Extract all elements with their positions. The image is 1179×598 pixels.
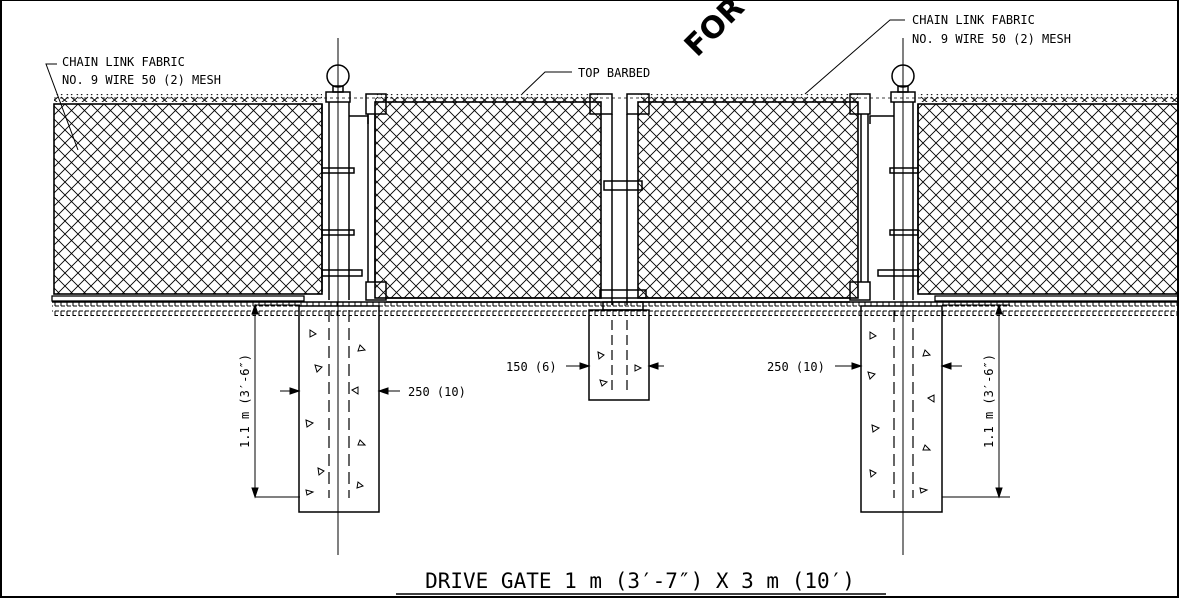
footing-left-width-label: 250 (10) (408, 385, 466, 399)
fabric-gate-left-leaf (374, 101, 602, 299)
footing-center (588, 309, 650, 401)
terminal-post-left (321, 38, 369, 555)
depth-left-label: 1.1 m (3′-6″) (238, 354, 252, 448)
dimension-lines (251, 303, 1010, 499)
fabric-gate-right-leaf (637, 101, 859, 299)
fabric-left-panel (53, 103, 323, 295)
footing-center-width-label: 150 (6) (506, 360, 557, 374)
fabric-right-panel (917, 103, 1179, 295)
leader-lines (45, 19, 905, 151)
depth-right-label: 1.1 m (3′-6″) (982, 354, 996, 448)
fabric-left-label-line2: NO. 9 WIRE 50 (2) MESH (62, 73, 221, 87)
drawing-title: DRIVE GATE 1 m (3′-7″) X 3 m (10′) (425, 569, 855, 593)
watermark-text: FOR (678, 0, 752, 64)
fabric-right-label-line2: NO. 9 WIRE 50 (2) MESH (912, 32, 1071, 46)
gate-frame-left (365, 93, 613, 303)
post-cap-left (326, 64, 350, 88)
footing-right-width-label: 250 (10) (767, 360, 825, 374)
fabric-right-label-line1: CHAIN LINK FABRIC (912, 13, 1035, 27)
post-cap-right (891, 64, 915, 88)
terminal-post-right (869, 38, 919, 555)
ground-soil (51, 295, 1179, 316)
top-barbed-wire (54, 94, 1178, 102)
footing-left (298, 305, 380, 513)
fabric-left-label-line1: CHAIN LINK FABRIC (62, 55, 185, 69)
top-barbed-label: TOP BARBED (578, 66, 650, 80)
chain-link-fabric (53, 101, 1179, 299)
footing-right (860, 305, 943, 513)
gate-frame-right (626, 93, 871, 303)
